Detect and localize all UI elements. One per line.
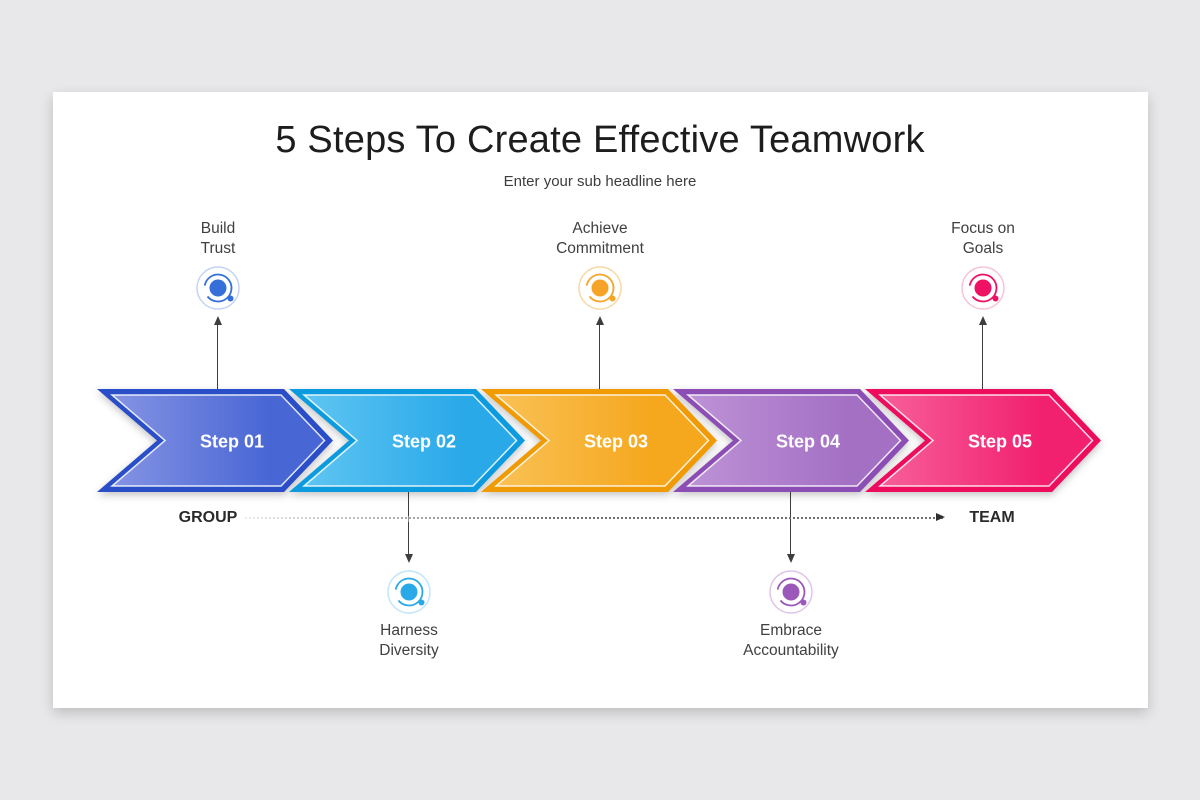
step-03-heading-line1: Achieve <box>572 220 628 237</box>
satellite-dot <box>609 295 616 302</box>
chevron-step-01: Step 01 <box>97 389 333 492</box>
step-02-heading-line1: Harness <box>380 622 438 639</box>
connector-line-step-01 <box>217 325 218 390</box>
step-02-heading-line2: Diversity <box>379 642 439 659</box>
chevron-body <box>301 394 518 487</box>
chevron-body <box>685 394 902 487</box>
connector-line-step-03 <box>599 325 600 390</box>
step-label: Step 05 <box>968 432 1032 452</box>
core-dot <box>400 583 418 601</box>
step-label: Step 03 <box>584 432 648 452</box>
step-04-heading: Embrace Accountability <box>681 621 901 661</box>
connector-arrow-up-step-05-icon <box>978 316 987 325</box>
satellite-dot <box>227 295 234 302</box>
connector-line-step-02 <box>408 492 409 554</box>
core-dot <box>782 583 800 601</box>
page-title: 5 Steps To Create Effective Teamwork <box>275 119 925 161</box>
core-dot <box>209 279 227 297</box>
orbit-icon-step-02 <box>387 570 431 614</box>
process-arrow-band: Step 01 Step 02 Step 03 Step 04 Step 05 <box>97 389 1101 492</box>
orbit-icon-step-05 <box>961 266 1005 310</box>
connector-line-step-04 <box>790 492 791 554</box>
core-dot <box>974 279 992 297</box>
step-05-heading: Focus on Goals <box>873 219 1093 259</box>
step-label: Step 01 <box>200 432 264 452</box>
step-04-heading-line2: Accountability <box>743 642 839 659</box>
step-01-heading-line1: Build <box>200 220 236 237</box>
chevron-body <box>493 394 710 487</box>
chevron-step-02: Step 02 <box>289 389 525 492</box>
step-04-heading-line1: Embrace <box>759 622 823 639</box>
step-01-heading-line2: Trust <box>200 240 236 257</box>
flow-from-label: GROUP <box>178 509 238 526</box>
chevron-step-05: Step 05 <box>865 389 1101 492</box>
chevron-body <box>109 394 326 487</box>
satellite-dot <box>800 599 807 606</box>
flow-line-fade <box>245 516 560 522</box>
flow-to-label: TEAM <box>969 509 1015 526</box>
chevron-body <box>877 394 1094 487</box>
outer-ring <box>578 266 622 310</box>
connector-arrow-up-step-01-icon <box>213 316 222 325</box>
chevron-step-03: Step 03 <box>481 389 717 492</box>
outer-ring <box>387 570 431 614</box>
step-05-heading-line1: Focus on <box>951 220 1015 237</box>
orbit-icon-step-01 <box>196 266 240 310</box>
outer-ring <box>961 266 1005 310</box>
page-subtitle: Enter your sub headline here <box>503 173 697 190</box>
step-01-heading: Build Trust <box>108 219 328 259</box>
step-label: Step 02 <box>392 432 456 452</box>
connector-line-step-05 <box>982 325 983 390</box>
satellite-dot <box>418 599 425 606</box>
core-dot <box>591 279 609 297</box>
connector-arrow-down-step-02-icon <box>404 554 413 563</box>
step-02-heading: Harness Diversity <box>299 621 519 661</box>
satellite-dot <box>992 295 999 302</box>
flow-dotted-line <box>245 513 945 522</box>
chevron-step-04: Step 04 <box>673 389 909 492</box>
orbit-icon-step-04 <box>769 570 813 614</box>
step-05-heading-line2: Goals <box>962 240 1004 257</box>
flow-arrowhead-icon <box>936 513 945 521</box>
connector-arrow-down-step-04-icon <box>786 554 795 563</box>
step-03-heading-line2: Commitment <box>556 240 644 257</box>
step-03-heading: Achieve Commitment <box>490 219 710 259</box>
step-label: Step 04 <box>776 432 840 452</box>
orbit-icon-step-03 <box>578 266 622 310</box>
connector-arrow-up-step-03-icon <box>595 316 604 325</box>
outer-ring <box>196 266 240 310</box>
outer-ring <box>769 570 813 614</box>
